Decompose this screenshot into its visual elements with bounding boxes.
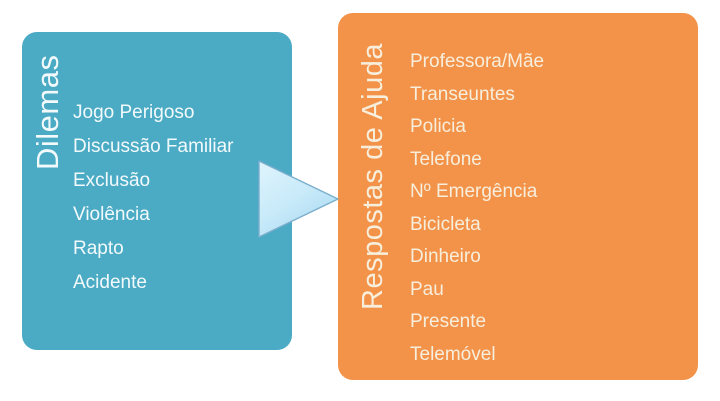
list-item: Exclusão bbox=[73, 170, 151, 191]
list-item: Pau bbox=[410, 278, 444, 300]
list-item: Policia bbox=[410, 116, 466, 137]
list-item: Jogo Perigoso bbox=[73, 102, 195, 123]
respostas-title: Respostas de Ajuda bbox=[357, 43, 389, 310]
list-item: Telemóvel bbox=[410, 343, 496, 365]
list-item: Telefone bbox=[410, 148, 482, 170]
list-item: Dinheiro bbox=[410, 246, 481, 267]
list-item: Bicicleta bbox=[410, 213, 481, 235]
list-item: Violência bbox=[73, 204, 150, 225]
list-item: Presente bbox=[410, 311, 487, 332]
dilemas-panel bbox=[22, 32, 292, 350]
list-item: Nº Emergência bbox=[410, 181, 538, 202]
list-item: Discussão Familiar bbox=[73, 136, 234, 157]
right-arrow-icon bbox=[258, 160, 339, 238]
respostas-panel bbox=[338, 13, 698, 380]
dilemas-title: Dilemas bbox=[30, 54, 65, 170]
list-item: Rapto bbox=[73, 238, 124, 259]
list-item: Acidente bbox=[73, 272, 147, 293]
list-item: Transeuntes bbox=[410, 83, 515, 105]
list-item: Professora/Mãe bbox=[410, 51, 545, 72]
